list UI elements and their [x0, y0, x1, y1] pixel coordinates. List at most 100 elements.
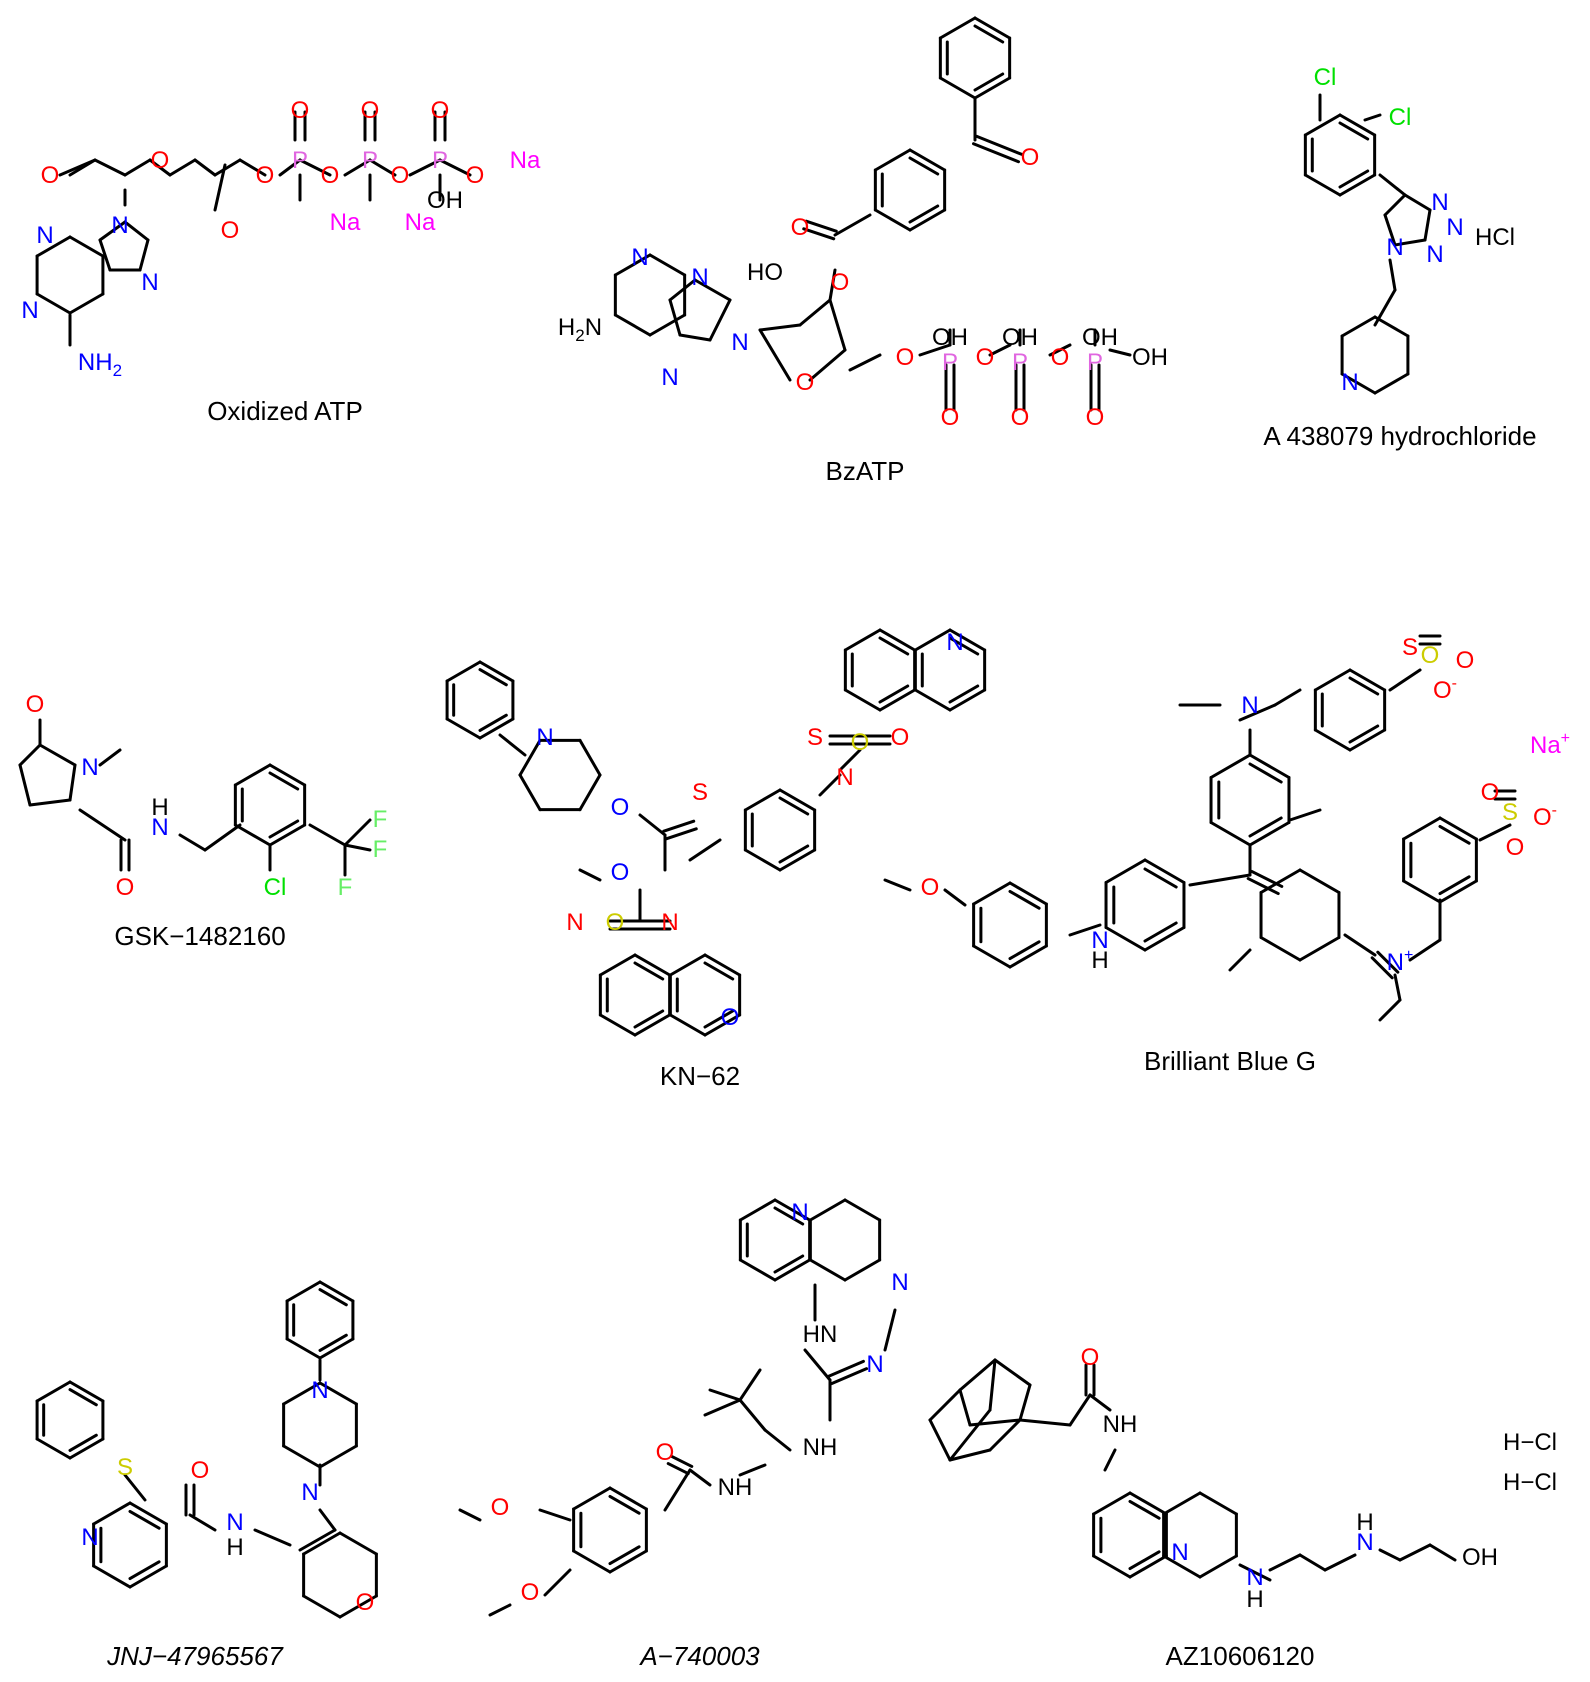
- bond: [1008, 889, 1041, 910]
- bond: [318, 1337, 355, 1360]
- bond: [1143, 921, 1178, 943]
- atom-label: F: [373, 806, 388, 833]
- bond: [1378, 173, 1407, 197]
- atom-label: NH: [803, 1434, 838, 1461]
- bond: [578, 773, 602, 812]
- bond: [1383, 213, 1397, 247]
- bond: [98, 748, 122, 767]
- bond: [1104, 926, 1147, 952]
- bond: [478, 660, 515, 683]
- bond: [703, 1013, 742, 1037]
- bond: [1303, 173, 1342, 197]
- bond: [338, 1531, 378, 1556]
- bond: [773, 1206, 805, 1226]
- atom-label: Cl: [264, 874, 287, 901]
- bond: [1370, 956, 1394, 980]
- bond: [666, 1462, 690, 1476]
- bond: [663, 1468, 692, 1512]
- bond: [1378, 1548, 1402, 1562]
- bond: [408, 158, 442, 177]
- atom-label: O: [721, 1004, 740, 1031]
- bond: [938, 76, 977, 100]
- bond: [445, 717, 482, 740]
- bond: [878, 636, 910, 656]
- bond: [128, 1564, 168, 1589]
- atom-label: O: [976, 344, 995, 371]
- bond: [1128, 1499, 1161, 1520]
- bond: [598, 953, 637, 977]
- bond: [1338, 173, 1377, 197]
- bond: [830, 1367, 869, 1386]
- atom-label: Cl: [1314, 64, 1337, 91]
- bond: [1268, 1553, 1302, 1572]
- bond: [35, 292, 72, 315]
- bond: [343, 843, 372, 852]
- bond: [908, 156, 940, 176]
- bond: [268, 771, 300, 791]
- bond: [1343, 933, 1377, 957]
- bond: [1340, 372, 1377, 395]
- bond: [233, 823, 272, 847]
- bond: [778, 848, 817, 872]
- bond: [128, 1501, 168, 1526]
- compound-name-a438079: A 438079 hydrochloride: [1263, 421, 1536, 451]
- bond: [285, 1280, 322, 1303]
- bond: [773, 1254, 805, 1274]
- bond: [123, 1473, 147, 1502]
- atom-label: NH: [718, 1474, 753, 1501]
- atom-label: N: [81, 1524, 98, 1551]
- bond: [518, 738, 542, 777]
- bond: [1438, 824, 1471, 845]
- atom-label: Na: [330, 209, 361, 236]
- bond: [1348, 728, 1387, 752]
- bond: [973, 24, 1005, 44]
- atom-label: Na: [405, 209, 436, 236]
- bond: [1428, 1543, 1457, 1562]
- atom-label: O: [431, 97, 450, 124]
- bond: [648, 253, 687, 277]
- bond: [1068, 923, 1102, 937]
- bond: [598, 1013, 637, 1037]
- bond: [518, 773, 542, 812]
- atom-label: N: [1426, 241, 1443, 268]
- bond: [343, 818, 372, 847]
- atom-label: N: [21, 297, 38, 324]
- bond: [703, 961, 735, 981]
- bond: [498, 733, 527, 757]
- bond: [92, 1564, 132, 1589]
- atom-label: N: [866, 1351, 883, 1378]
- bond: [1108, 348, 1132, 357]
- bond: [1298, 868, 1341, 894]
- bond: [1398, 1543, 1432, 1562]
- bond: [1128, 1550, 1161, 1571]
- bond: [738, 1258, 777, 1282]
- bond: [843, 628, 882, 652]
- atom-label: P: [942, 349, 958, 376]
- bond: [308, 823, 347, 847]
- bond: [35, 235, 72, 258]
- bond: [668, 298, 682, 337]
- atom-label: N: [1091, 927, 1108, 954]
- bond: [68, 235, 105, 258]
- bond: [543, 1568, 572, 1597]
- bond: [913, 688, 952, 712]
- bond: [268, 763, 307, 787]
- bond: [743, 788, 782, 812]
- bond: [318, 1508, 337, 1532]
- atom-label: Cl: [1389, 104, 1412, 131]
- bond: [678, 333, 712, 342]
- bond: [1018, 1418, 1072, 1427]
- bond: [282, 1444, 322, 1469]
- bond: [972, 142, 1021, 164]
- atom-label: N: [661, 909, 678, 936]
- bond: [804, 219, 838, 233]
- compound-name-jnj47965567: JNJ−47965567: [106, 1641, 284, 1671]
- bond: [738, 1398, 767, 1432]
- bond: [843, 1258, 882, 1282]
- bond: [773, 1258, 812, 1282]
- atom-label: O: [151, 147, 170, 174]
- bond: [1338, 169, 1370, 189]
- bond: [1128, 1554, 1168, 1579]
